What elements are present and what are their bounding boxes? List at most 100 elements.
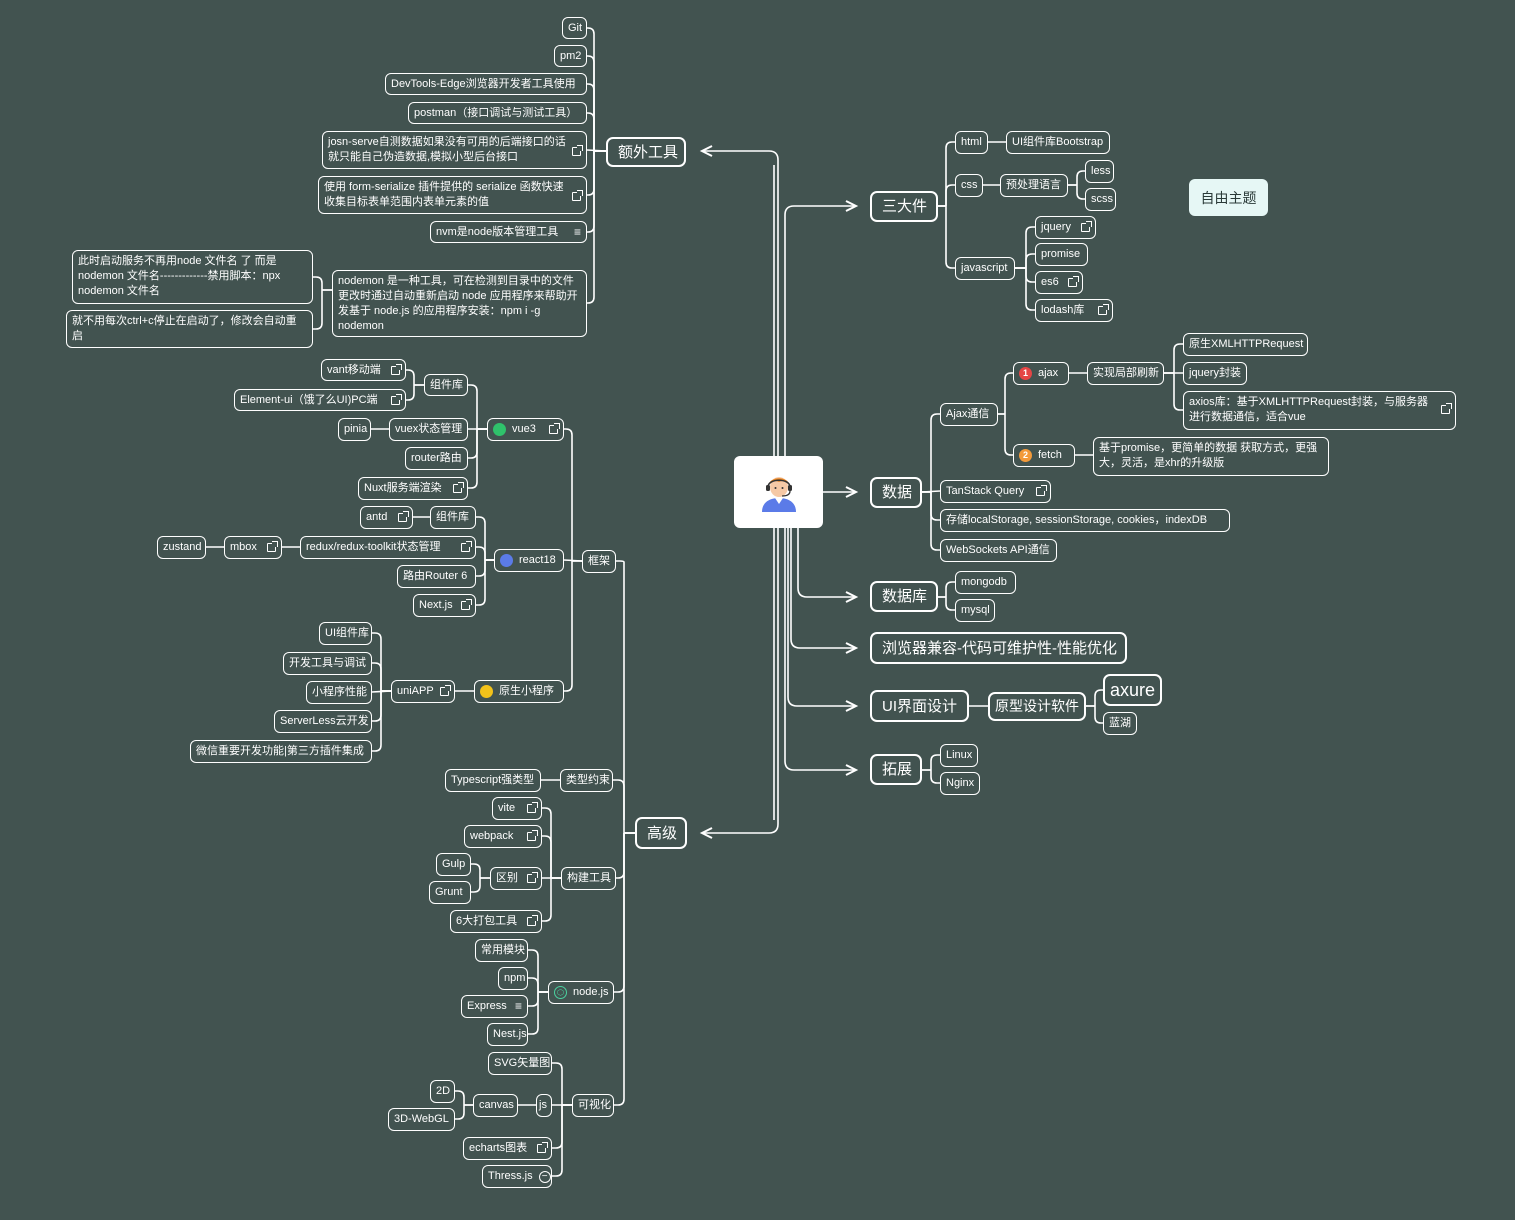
node-css[interactable]: css: [955, 174, 983, 197]
node-zustand[interactable]: zustand: [157, 536, 206, 559]
node-bootstrap[interactable]: UI组件库Bootstrap: [1006, 131, 1110, 154]
link-icon[interactable]: [1081, 221, 1092, 232]
node-react-components[interactable]: 组件库: [430, 506, 476, 529]
link-icon[interactable]: [527, 915, 538, 926]
node-axure[interactable]: axure: [1103, 674, 1162, 706]
note-icon[interactable]: ≡: [573, 224, 581, 239]
node-npm[interactable]: npm: [498, 967, 528, 990]
node-tanstack[interactable]: TanStack Query: [940, 480, 1051, 503]
node-antd[interactable]: antd: [360, 506, 413, 529]
node-extension[interactable]: 拓展: [870, 754, 922, 785]
node-element-ui[interactable]: Element-ui（饿了么UI)PC端: [234, 389, 406, 411]
node-gulp[interactable]: Gulp: [436, 853, 471, 876]
node-nodemon-usage[interactable]: 此时启动服务不再用node 文件名 了 而是nodemon 文件名-------…: [72, 250, 313, 304]
node-visualization[interactable]: 可视化: [572, 1094, 614, 1117]
node-lanhu[interactable]: 蓝湖: [1103, 712, 1137, 735]
node-type-constraint[interactable]: 类型约束: [560, 769, 613, 792]
node-nuxt[interactable]: Nuxt服务端渲染: [358, 477, 468, 500]
root-topic[interactable]: [734, 456, 823, 528]
node-pinia[interactable]: pinia: [338, 418, 371, 441]
node-nestjs[interactable]: Nest.js: [487, 1023, 528, 1046]
node-mongodb[interactable]: mongodb: [955, 571, 1016, 594]
node-mini-serverless[interactable]: ServerLess云开发: [274, 710, 372, 733]
node-form-serialize[interactable]: 使用 form-serialize 插件提供的 serialize 函数快速收集…: [318, 176, 587, 214]
node-nodemon[interactable]: nodemon 是一种工具，可在检测到目录中的文件更改时通过自动重新启动 nod…: [332, 270, 587, 337]
node-mini-devtools[interactable]: 开发工具与调试: [283, 652, 372, 675]
node-six-bundlers[interactable]: 6大打包工具: [450, 910, 542, 933]
node-html[interactable]: html: [955, 131, 988, 154]
node-data[interactable]: 数据: [870, 477, 922, 508]
node-threejs[interactable]: Thress.js−: [482, 1165, 552, 1188]
node-extra-tools[interactable]: 额外工具: [606, 137, 686, 167]
node-vue-router[interactable]: router路由: [405, 447, 468, 470]
node-websockets[interactable]: WebSockets API通信: [940, 539, 1057, 562]
note-icon[interactable]: ≡: [514, 999, 522, 1013]
node-scss[interactable]: scss: [1085, 188, 1116, 211]
link-icon[interactable]: [1036, 485, 1047, 496]
link-icon[interactable]: [398, 511, 409, 522]
node-javascript[interactable]: javascript: [955, 257, 1015, 280]
link-icon[interactable]: [461, 599, 472, 610]
node-git[interactable]: Git: [562, 17, 587, 39]
node-framework[interactable]: 框架: [582, 550, 616, 573]
node-build-tools[interactable]: 构建工具: [561, 867, 616, 890]
node-webpack[interactable]: webpack: [464, 825, 542, 848]
node-echarts[interactable]: echarts图表: [463, 1137, 552, 1160]
node-compatibility[interactable]: 浏览器兼容-代码可维护性-性能优化: [870, 632, 1127, 664]
node-jquery[interactable]: jquery: [1035, 216, 1096, 239]
node-big-three[interactable]: 三大件: [870, 191, 938, 222]
node-pm2[interactable]: pm2: [554, 45, 587, 67]
link-icon[interactable]: [1068, 276, 1079, 287]
node-prototype-software[interactable]: 原型设计软件: [988, 692, 1086, 721]
node-json-server[interactable]: josn-serve自测数据如果没有可用的后端接口的话就只能自己伪造数据,模拟小…: [322, 131, 587, 169]
node-mini-program[interactable]: 原生小程序: [474, 680, 564, 703]
node-typescript[interactable]: Typescript强类型: [445, 769, 541, 792]
node-mysql[interactable]: mysql: [955, 599, 995, 622]
node-postman[interactable]: postman（接口调试与测试工具）: [408, 102, 587, 124]
node-mini-wechat[interactable]: 微信重要开发功能|第三方插件集成: [190, 740, 372, 763]
node-vuex[interactable]: vuex状态管理: [389, 418, 468, 441]
node-es6[interactable]: es6: [1035, 271, 1083, 294]
node-uniapp[interactable]: uniAPP: [391, 680, 455, 703]
node-jquery-wrap[interactable]: jquery封装: [1183, 362, 1247, 385]
link-icon[interactable]: [1441, 403, 1452, 414]
link-icon[interactable]: [537, 1142, 548, 1153]
node-lodash[interactable]: lodash库: [1035, 299, 1113, 322]
node-preprocessor[interactable]: 预处理语言: [1000, 174, 1068, 197]
node-mini-ui[interactable]: UI组件库: [319, 622, 372, 645]
node-ui-design[interactable]: UI界面设计: [870, 690, 969, 722]
link-icon[interactable]: [461, 541, 472, 552]
node-redux[interactable]: redux/redux-toolkit状态管理: [300, 536, 476, 559]
node-vue3[interactable]: vue3: [487, 418, 564, 441]
node-nginx[interactable]: Nginx: [940, 772, 980, 795]
node-express[interactable]: Express≡: [461, 995, 528, 1018]
link-icon[interactable]: [572, 145, 583, 156]
node-promise[interactable]: promise: [1035, 243, 1088, 266]
minus-circle-icon[interactable]: −: [538, 1170, 551, 1183]
link-icon[interactable]: [453, 482, 464, 493]
node-xhr[interactable]: 原生XMLHTTPRequest: [1183, 333, 1308, 356]
node-2d[interactable]: 2D: [430, 1080, 455, 1103]
node-nodemon-restart[interactable]: 就不用每次ctrl+c停止在启动了，修改会自动重启: [66, 310, 313, 348]
node-nextjs[interactable]: Next.js: [413, 594, 476, 617]
node-grunt[interactable]: Grunt: [429, 881, 471, 904]
link-icon[interactable]: [440, 685, 451, 696]
node-mini-performance[interactable]: 小程序性能: [306, 681, 372, 704]
node-vant[interactable]: vant移动端: [321, 359, 406, 381]
node-nvm[interactable]: nvm是node版本管理工具≡: [430, 221, 587, 243]
link-icon[interactable]: [391, 363, 402, 375]
node-webgl[interactable]: 3D-WebGL: [388, 1108, 455, 1131]
node-nodejs[interactable]: ⬡node.js: [548, 981, 614, 1004]
node-canvas[interactable]: canvas: [473, 1094, 518, 1117]
node-fetch-desc[interactable]: 基于promise，更简单的数据 获取方式，更强大，灵活，是xhr的升级版: [1093, 437, 1329, 476]
node-svg[interactable]: SVG矢量图: [488, 1052, 552, 1075]
node-vue-components[interactable]: 组件库: [424, 374, 468, 396]
link-icon[interactable]: [572, 190, 583, 201]
node-ajax-comm[interactable]: Ajax通信: [940, 403, 998, 426]
node-difference[interactable]: 区别: [490, 867, 542, 890]
node-common-modules[interactable]: 常用模块: [475, 939, 528, 962]
node-devtools[interactable]: DevTools-Edge浏览器开发者工具使用: [385, 73, 587, 95]
free-topic[interactable]: 自由主题: [1189, 179, 1268, 216]
